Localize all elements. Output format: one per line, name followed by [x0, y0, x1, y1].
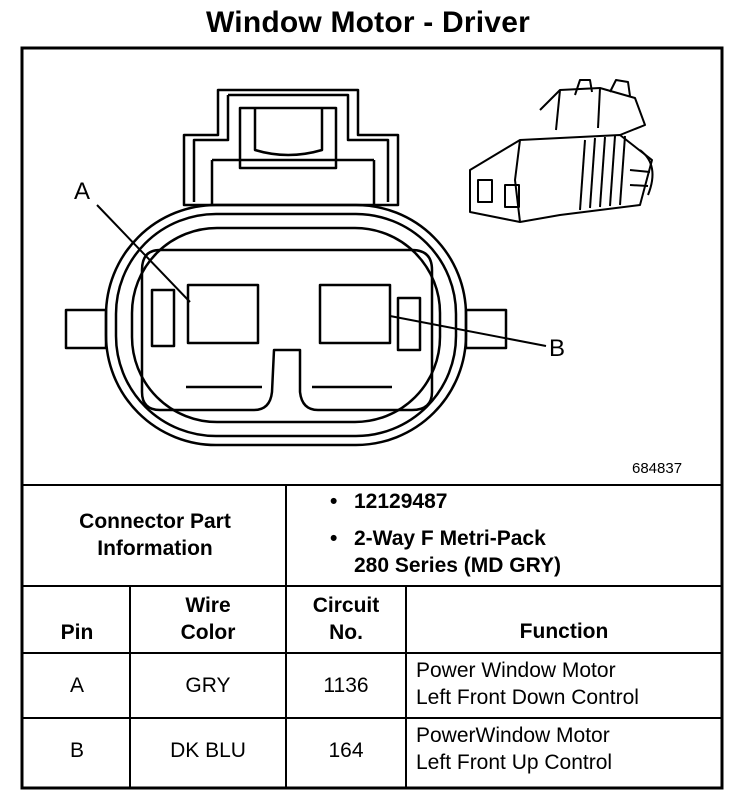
connector-info-label: Connector Part Information	[24, 508, 286, 562]
row-a-pin: A	[69, 674, 84, 697]
row-a-function-line1: Power Window Motor	[416, 659, 616, 682]
connector-face	[64, 88, 508, 447]
terminal-b	[318, 283, 392, 345]
terminal-a	[186, 283, 260, 345]
row-a-circuit: 1136	[323, 674, 369, 697]
header-pin: Pin	[60, 621, 94, 644]
header-wire-color: Wire Color	[130, 592, 286, 646]
connector-perspective	[469, 79, 654, 223]
figure-number: 684837	[632, 460, 683, 477]
row-a-wire-color: GRY	[185, 674, 231, 697]
bullet-dot: •	[330, 490, 338, 513]
row-b-pin: B	[69, 739, 84, 762]
callout-label-a: A	[74, 178, 91, 205]
row-a-function: Power Window Motor Left Front Down Contr…	[416, 657, 639, 711]
connector-type: 2-Way F Metri-Pack	[354, 527, 546, 550]
row-b-function-line2: Left Front Up Control	[416, 751, 613, 774]
connector-info-label-line2: Information	[97, 537, 213, 560]
page-title: Window Motor - Driver	[206, 6, 530, 39]
row-b-circuit: 164	[328, 739, 364, 762]
outer-frame	[20, 46, 724, 790]
header-function: Function	[519, 620, 609, 643]
connector-series: 280 Series (MD GRY)	[354, 554, 561, 577]
connector-bullet-part-number: • 12129487	[330, 488, 447, 515]
bullet-dot: •	[330, 527, 338, 550]
callout-line-b	[389, 315, 547, 347]
part-number: 12129487	[354, 490, 448, 513]
row-a-function-line2: Left Front Down Control	[416, 686, 639, 709]
row-b-wire-color: DK BLU	[170, 739, 246, 762]
header-circuit: Circuit No.	[286, 592, 406, 646]
row-b-function-line1: PowerWindow Motor	[416, 724, 610, 747]
header-wire-color-line2: Color	[180, 621, 236, 644]
header-circuit-line1: Circuit	[312, 594, 380, 617]
connector-bullet-description: • 2-Way F Metri-Pack 280 Series (MD GRY)	[330, 525, 561, 579]
callout-label-b: B	[549, 335, 566, 362]
header-wire-color-line1: Wire	[185, 594, 231, 617]
row-b-function: PowerWindow Motor Left Front Up Control	[416, 722, 612, 776]
header-circuit-line2: No.	[329, 621, 363, 644]
connector-info-label-line1: Connector Part	[79, 510, 231, 533]
callout-line-a	[96, 204, 191, 303]
